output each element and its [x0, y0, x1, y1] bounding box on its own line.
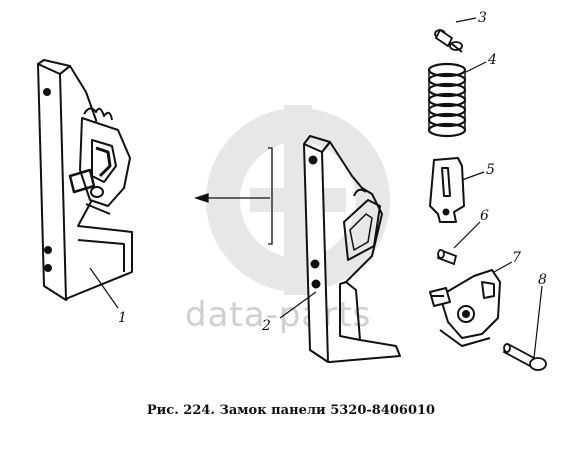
part-8-bolt — [502, 285, 547, 371]
assembly-arrow — [193, 147, 273, 245]
watermark-text: data-parts — [185, 295, 371, 335]
part-label-6: 6 — [480, 208, 489, 224]
part-5-latch — [429, 157, 485, 223]
part-label-3: 3 — [478, 10, 487, 26]
watermark-logo-icon — [206, 105, 390, 295]
part-6-pin — [436, 221, 481, 266]
figure-caption: Рис. 224. Замок панели 5320-8406010 — [146, 403, 436, 418]
part-label-7: 7 — [512, 250, 521, 266]
part-1-lock-assembly — [37, 59, 133, 309]
part-label-2: 2 — [261, 318, 271, 334]
part-4-spring — [427, 61, 487, 138]
part-label-4: 4 — [487, 52, 497, 68]
part-3-pin — [434, 17, 477, 53]
part-label-8: 8 — [538, 272, 547, 288]
part-label-5: 5 — [486, 162, 495, 178]
part-2-plate — [279, 135, 401, 363]
part-label-1: 1 — [118, 310, 127, 326]
part-7-cam — [429, 261, 513, 347]
